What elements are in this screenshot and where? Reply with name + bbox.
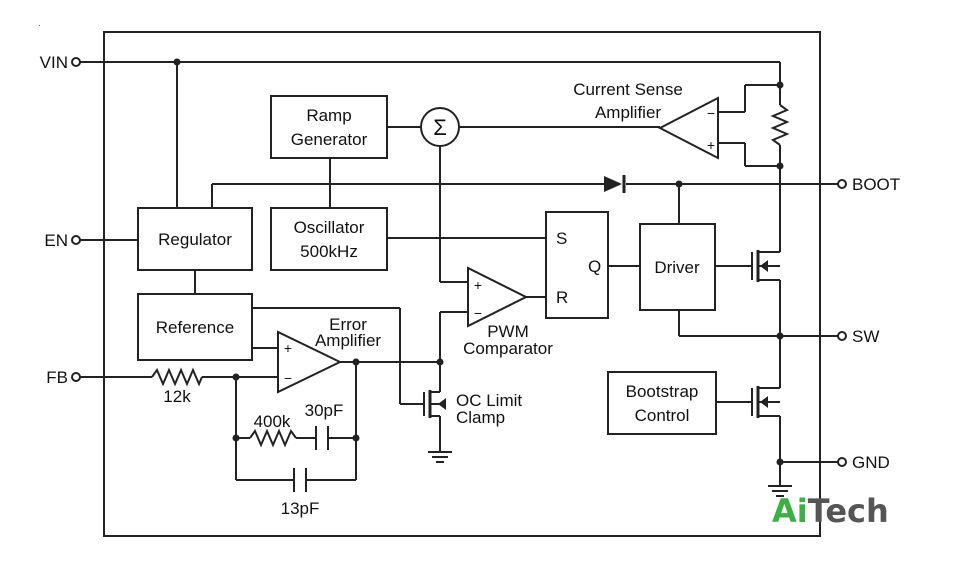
cs-amp-label-2: Amplifier	[595, 103, 661, 122]
pwm-label-2: Comparator	[463, 339, 553, 358]
watermark-logo: AiTech	[772, 492, 889, 530]
pin-boot-label: BOOT	[852, 175, 900, 194]
regulator-label: Regulator	[158, 230, 232, 249]
regulator-block: Regulator	[137, 207, 253, 271]
pin-en: EN	[44, 231, 81, 250]
error-amp-label-1: Error	[329, 315, 367, 334]
pwm-plus-sign: +	[474, 277, 482, 293]
oscillator-label-2: 500kHz	[300, 242, 358, 261]
ramp-label-1: Ramp	[306, 106, 351, 125]
pwm-minus-sign: −	[474, 305, 482, 321]
bootstrap-control-block: Bootstrap Control	[607, 371, 717, 435]
cs-plus-sign: +	[707, 137, 715, 153]
sense-resistor	[770, 104, 790, 146]
sr-s-label: S	[556, 229, 567, 248]
pin-fb: FB	[46, 368, 81, 387]
r-comp-label: 400k	[254, 412, 291, 431]
oscillator-block: Oscillator 500kHz	[270, 207, 388, 271]
gnd-ground-symbol	[768, 485, 792, 497]
current-sense-amplifier: − + Current Sense Amplifier	[573, 80, 719, 160]
sr-q-label: Q	[588, 257, 601, 276]
ramp-generator-block: Ramp Generator	[270, 95, 388, 159]
pwm-label-1: PWM	[487, 322, 529, 341]
comp-resistor-400k: 400k	[249, 412, 297, 448]
high-side-mosfet	[751, 250, 781, 282]
pin-vin-label: VIN	[40, 53, 68, 72]
junction-dots	[173, 58, 784, 466]
oc-label-2: Clamp	[456, 408, 505, 427]
corner-mark: ·	[38, 21, 41, 30]
ea-plus-sign: +	[284, 340, 292, 356]
oc-label-1: OC Limit	[456, 391, 522, 410]
c-hf-label: 13pF	[281, 499, 320, 518]
oc-clamp-transistor: OC Limit Clamp	[416, 390, 522, 427]
r-fb-label: 12k	[163, 387, 191, 406]
watermark-ai: Ai	[772, 492, 808, 530]
reference-block: Reference	[137, 293, 253, 361]
ea-minus-sign: −	[284, 370, 292, 386]
watermark-tech: Tech	[808, 492, 889, 530]
summer-node: Σ	[420, 107, 460, 147]
clamp-ground-symbol	[428, 451, 452, 463]
error-amplifier: + − Error Amplifier	[277, 315, 381, 394]
pin-gnd: GND	[837, 453, 890, 472]
comp-capacitor-30pf: 30pF	[305, 401, 344, 450]
cs-minus-sign: −	[707, 105, 715, 121]
pin-en-label: EN	[44, 231, 68, 250]
error-amp-label-2: Amplifier	[315, 331, 381, 350]
c-comp-label: 30pF	[305, 401, 344, 420]
pin-sw-label: SW	[852, 327, 879, 346]
low-side-mosfet	[751, 386, 781, 420]
pin-boot: BOOT	[837, 175, 900, 194]
pwm-comparator: + − PWM Comparator	[463, 266, 553, 358]
boot-diode	[604, 175, 626, 193]
ramp-label-2: Generator	[291, 130, 368, 149]
chip-outline	[103, 31, 821, 537]
driver-block: Driver	[639, 223, 716, 311]
sigma-symbol: Σ	[433, 115, 447, 140]
cs-amp-label-1: Current Sense	[573, 80, 683, 99]
hf-capacitor-13pf: 13pF	[281, 468, 320, 518]
pin-gnd-label: GND	[852, 453, 890, 472]
pin-vin: VIN	[40, 53, 81, 72]
driver-label: Driver	[654, 258, 700, 277]
sr-latch: S R Q	[545, 211, 609, 319]
bootstrap-label-1: Bootstrap	[626, 382, 699, 401]
reference-label: Reference	[156, 318, 234, 337]
bootstrap-label-2: Control	[635, 406, 690, 425]
pin-sw: SW	[837, 327, 879, 346]
sr-r-label: R	[556, 288, 568, 307]
pin-fb-label: FB	[46, 368, 68, 387]
fb-resistor-12k: 12k	[151, 367, 203, 406]
oscillator-label-1: Oscillator	[294, 218, 365, 237]
